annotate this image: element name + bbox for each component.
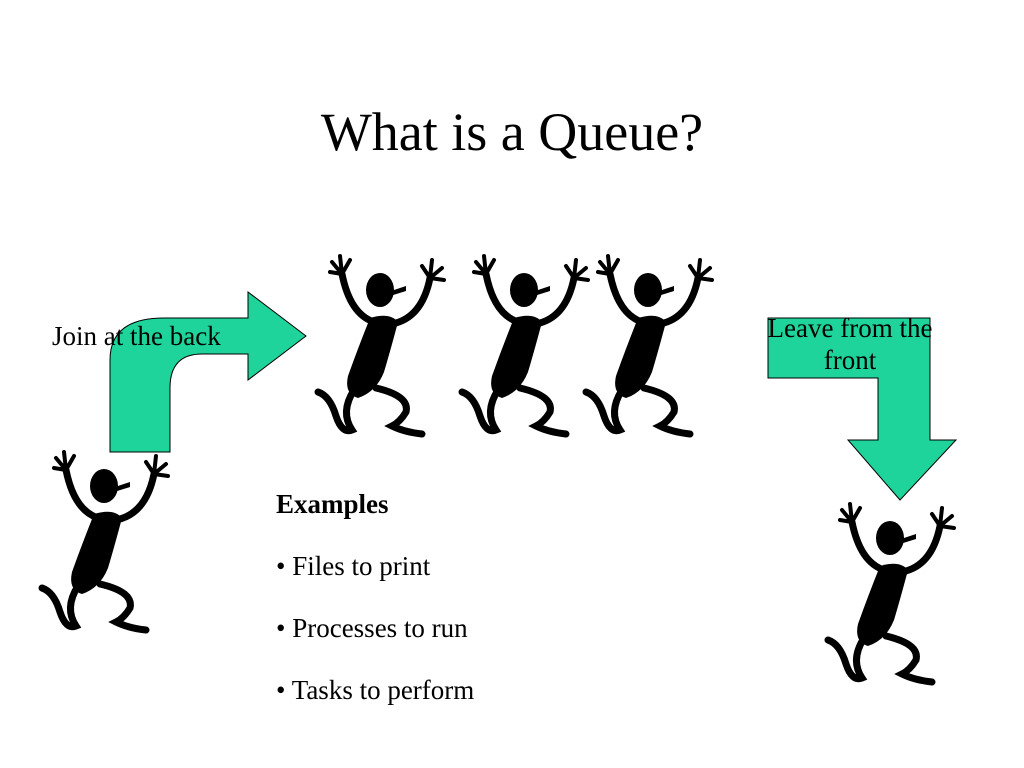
example-item: • Processes to run: [276, 613, 468, 643]
person-entering-icon: [42, 452, 168, 630]
person-in-queue-icon: [586, 256, 712, 434]
leave-arrow-icon: [767, 317, 958, 501]
person-leaving-icon: [828, 504, 954, 682]
person-in-queue-icon: [318, 256, 444, 434]
examples-list: Examples • Files to print • Processes to…: [276, 488, 474, 736]
example-item: • Files to print: [276, 551, 431, 581]
join-label: Join at the back: [52, 321, 221, 351]
example-item: • Tasks to perform: [276, 675, 475, 705]
person-in-queue-icon: [462, 256, 588, 434]
examples-heading: Examples: [276, 489, 389, 519]
slide-title: What is a Queue?: [320, 102, 704, 162]
leave-label: Leave from the front: [767, 313, 933, 375]
join-arrow-icon: [109, 290, 307, 453]
